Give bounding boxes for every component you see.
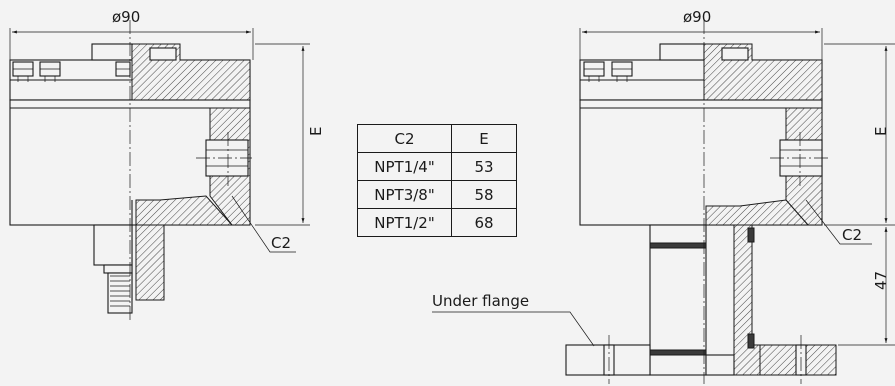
table-cell-thread: NPT3/8" <box>357 180 452 209</box>
table-header-c2: C2 <box>357 124 452 153</box>
table-cell-e: 58 <box>451 180 517 209</box>
right-47-label: 47 <box>872 271 890 290</box>
table-row: NPT1/2" 68 <box>357 208 517 237</box>
bolt-icon <box>611 61 633 82</box>
table-cell-e: 68 <box>451 208 517 237</box>
table-row: NPT1/4" 53 <box>357 152 517 181</box>
table-header-e: E <box>451 124 517 153</box>
left-view: ø90 <box>9 8 325 322</box>
left-diameter-label: ø90 <box>112 8 140 26</box>
left-c2-label: C2 <box>271 234 291 252</box>
right-c2-leader <box>805 199 872 245</box>
bolt-icon <box>115 61 131 77</box>
under-flange-leader <box>432 311 595 347</box>
table-row: NPT3/8" 58 <box>357 180 517 209</box>
left-e-label: E <box>307 127 325 136</box>
under-flange-label: Under flange <box>432 292 529 310</box>
bolt-icon <box>12 61 34 82</box>
right-e-label: E <box>872 127 890 136</box>
bolt-icon <box>583 61 605 82</box>
table-cell-e: 53 <box>451 152 517 181</box>
table-cell-thread: NPT1/2" <box>357 208 452 237</box>
left-c2-leader <box>231 195 296 253</box>
table-cell-thread: NPT1/4" <box>357 152 452 181</box>
right-c2-label: C2 <box>842 226 862 244</box>
thread-lines <box>110 275 130 307</box>
right-view: ø90 <box>432 8 895 384</box>
table-header-row: C2 E <box>357 124 517 153</box>
right-diameter-label: ø90 <box>683 8 711 26</box>
bolt-icon <box>39 61 61 82</box>
c2-spec-table: C2 E NPT1/4" 53 NPT3/8" 58 NPT1/2" 68 <box>357 124 517 237</box>
